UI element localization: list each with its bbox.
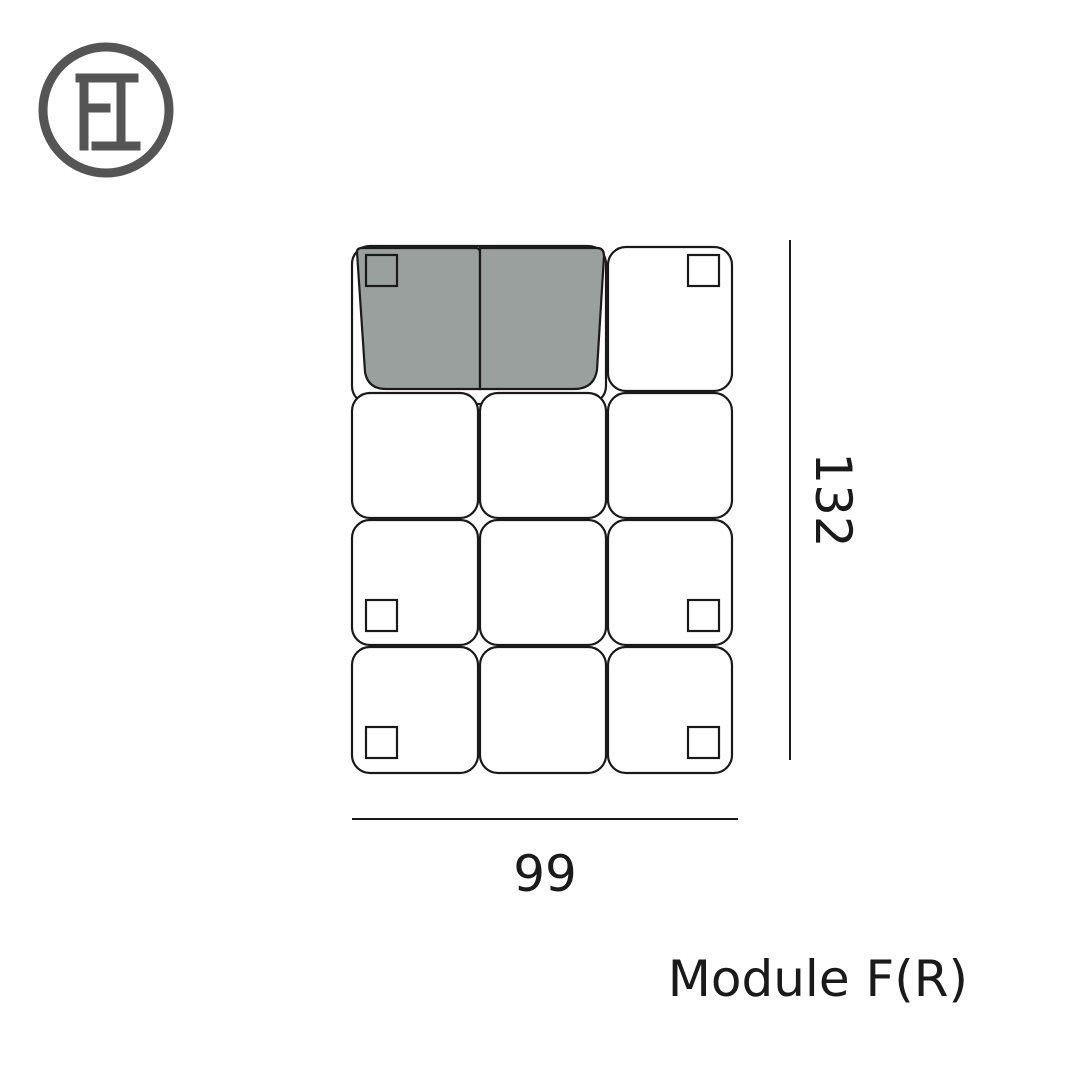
connector-square bbox=[364, 725, 399, 760]
width-label: 99 bbox=[513, 845, 577, 903]
logo-ring bbox=[38, 42, 174, 178]
seat-cell-r1c3 bbox=[606, 245, 734, 393]
logo-letter-i bbox=[91, 73, 141, 151]
module-label: Module F(R) bbox=[668, 950, 968, 1008]
connector-square bbox=[364, 253, 399, 288]
brand-logo bbox=[38, 42, 174, 178]
seat-cell-r3c2 bbox=[478, 518, 608, 647]
seat-cell-r4c2 bbox=[478, 645, 608, 775]
logo-letter-f bbox=[75, 73, 117, 151]
seat-cell-r2c1 bbox=[350, 391, 480, 520]
connector-square bbox=[686, 725, 721, 760]
sofa-module bbox=[350, 244, 734, 775]
connector-square bbox=[364, 598, 399, 633]
seat-cell-r3c1 bbox=[350, 518, 480, 647]
seat-cell-r3c3 bbox=[606, 518, 734, 647]
connector-square bbox=[686, 253, 721, 288]
backrest-cushion-right bbox=[478, 246, 606, 391]
backrest-cushion-left bbox=[355, 246, 482, 391]
connector-square bbox=[686, 598, 721, 633]
seat-cell-r2c2 bbox=[478, 391, 608, 520]
seat-cell-r2c3 bbox=[606, 391, 734, 520]
seat-cell-r4c3 bbox=[606, 645, 734, 775]
depth-label: 132 bbox=[804, 452, 862, 547]
seat-cell-r4c1 bbox=[350, 645, 480, 775]
